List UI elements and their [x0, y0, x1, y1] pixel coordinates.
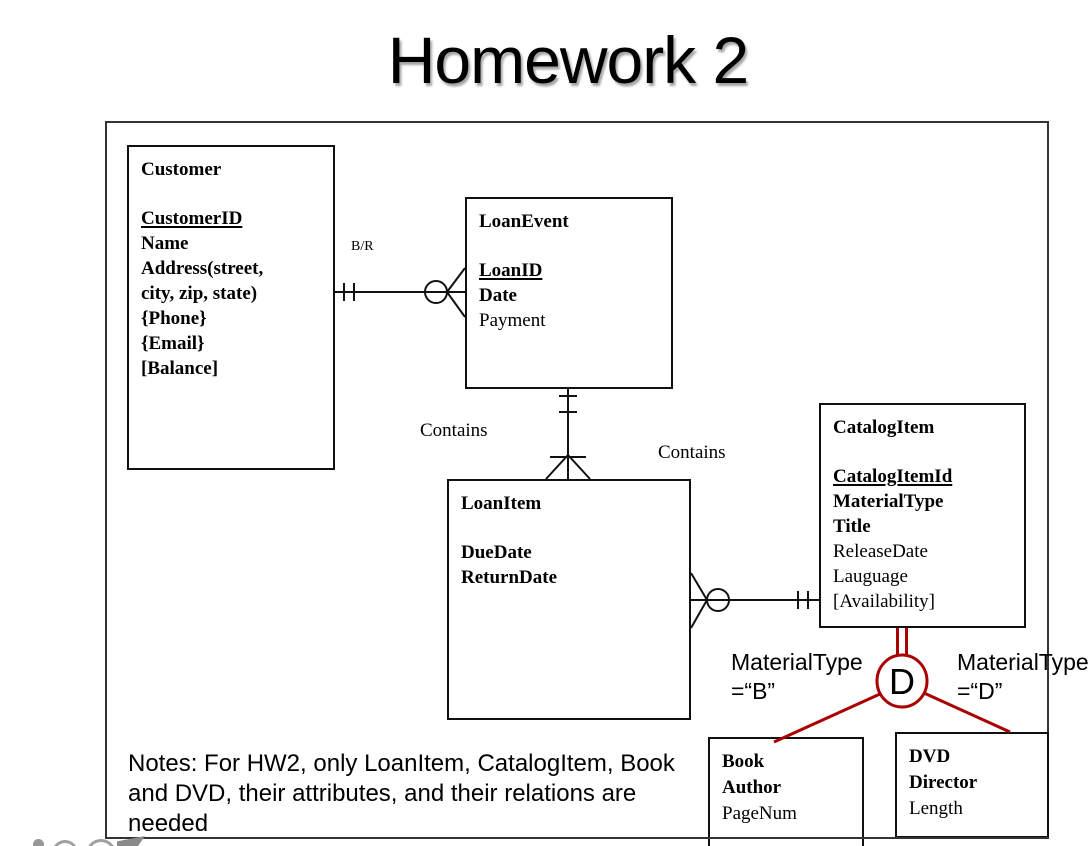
- spacer: [141, 182, 321, 206]
- spacer: [461, 516, 677, 540]
- attribute-line: Author: [722, 777, 782, 798]
- attribute-line: [Availability]: [833, 591, 936, 612]
- notes-line: and DVD, their attributes, and their rel…: [128, 780, 637, 807]
- entity-catalogitem: CatalogItem CatalogItemId MaterialType T…: [819, 403, 1026, 628]
- entity-name: DVD: [909, 746, 951, 767]
- attribute-line: city, zip, state): [141, 283, 258, 304]
- entity-loanevent: LoanEvent LoanID Date Payment: [465, 197, 673, 389]
- attribute-line: Director: [909, 772, 978, 793]
- spacer: [479, 234, 659, 258]
- attribute-line: MaterialType: [833, 491, 944, 512]
- entity-dvd: DVD Director Length: [895, 732, 1049, 838]
- watermark-logo-arc: [52, 840, 78, 846]
- watermark-logo-dot: [33, 839, 44, 846]
- frame-bottom-border: [105, 837, 1049, 839]
- attribute-line: Address(street,: [141, 258, 264, 279]
- attribute-line: CatalogItemId: [833, 466, 953, 487]
- notes-text: Notes: For HW2, only LoanItem, CatalogIt…: [128, 749, 675, 839]
- entity-name: Customer: [141, 159, 222, 180]
- spacer: [833, 440, 1012, 464]
- attribute-line: Date: [479, 285, 517, 306]
- attribute-line: LoanID: [479, 260, 543, 281]
- attribute-line: Length: [909, 798, 963, 819]
- entity-loanitem: LoanItem DueDate ReturnDate: [447, 479, 691, 720]
- label-materialtype-b-line2: =“B”: [731, 678, 776, 704]
- entity-name: Book: [722, 751, 765, 772]
- attribute-line: Lauguage: [833, 566, 908, 587]
- attribute-line: {Phone}: [141, 308, 207, 329]
- label-contains-left: Contains: [420, 420, 488, 441]
- label-materialtype-d: MaterialType =“D”: [957, 648, 1089, 706]
- entity-name: LoanEvent: [479, 211, 569, 232]
- attribute-line: Payment: [479, 310, 546, 331]
- label-contains-right: Contains: [658, 442, 726, 463]
- entity-name: CatalogItem: [833, 417, 935, 438]
- attribute-line: DueDate: [461, 542, 532, 563]
- page-title: Homework 2: [387, 23, 749, 97]
- entity-book: Book Author PageNum: [708, 737, 864, 846]
- attribute-line: [Balance]: [141, 358, 219, 379]
- notes-line: Notes: For HW2, only LoanItem, CatalogIt…: [128, 750, 675, 777]
- attribute-line: Title: [833, 516, 871, 537]
- label-br: B/R: [351, 239, 374, 254]
- label-materialtype-d-line2: =“D”: [957, 678, 1003, 704]
- entity-customer: Customer CustomerID Name Address(street,…: [127, 145, 335, 470]
- attribute-line: Name: [141, 233, 189, 254]
- watermark-logo-arc: [86, 839, 116, 846]
- attribute-line: ReleaseDate: [833, 541, 928, 562]
- entity-name: LoanItem: [461, 493, 542, 514]
- attribute-line: CustomerID: [141, 208, 243, 229]
- label-materialtype-d-line1: MaterialType: [957, 649, 1089, 675]
- watermark-logo-triangle: [117, 836, 145, 846]
- label-materialtype-b: MaterialType =“B”: [731, 648, 863, 706]
- subtype-d-label: D: [889, 661, 915, 702]
- attribute-line: ReturnDate: [461, 567, 558, 588]
- notes-line: needed: [128, 810, 209, 837]
- attribute-line: PageNum: [722, 803, 797, 824]
- attribute-line: {Email}: [141, 333, 205, 354]
- label-materialtype-b-line1: MaterialType: [731, 649, 863, 675]
